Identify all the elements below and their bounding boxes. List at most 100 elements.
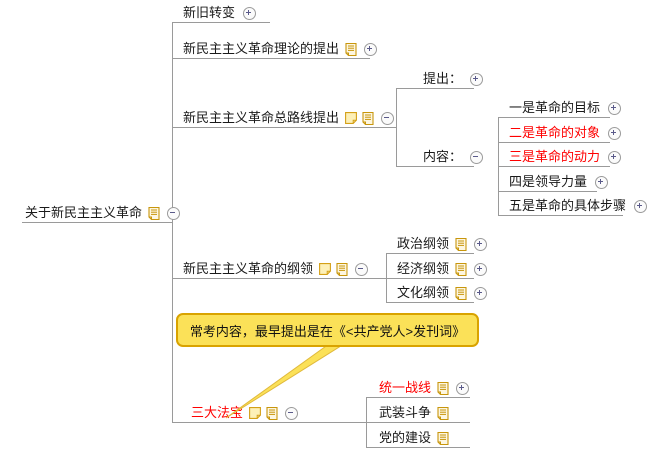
branch-spine-root xyxy=(172,22,173,222)
toggle-collapse[interactable] xyxy=(381,111,395,125)
node-geming-lilun-tichu[interactable]: 新民主主义革命理论的提出 xyxy=(182,41,378,57)
node-root[interactable]: 关于新民主主义革命 xyxy=(24,205,181,221)
node-label: 党的建设 xyxy=(379,430,432,445)
node-tongyi-zhanxian[interactable]: 统一战线 xyxy=(378,380,470,396)
branch-line-gangling xyxy=(172,278,386,279)
branch-line-n5 xyxy=(498,215,623,216)
node-label: 内容： xyxy=(423,149,463,164)
doc-icon xyxy=(437,406,449,420)
branch-line-tichu xyxy=(396,88,474,89)
branch-spine-gangling-lower xyxy=(386,278,387,303)
branch-spine-neirong-upper xyxy=(498,117,499,166)
node-label: 二是革命的对象 xyxy=(509,125,601,140)
branch-line-g3 xyxy=(386,302,474,303)
node-label: 文化纲领 xyxy=(397,285,450,300)
toggle-expand[interactable] xyxy=(608,126,622,140)
branch-line-n1 xyxy=(498,117,610,118)
node-neirong-item-3[interactable]: 三是革命的动力 xyxy=(508,149,622,165)
node-label: 一是革命的目标 xyxy=(509,100,601,115)
branch-line-sanda xyxy=(172,422,366,423)
node-label: 三是革命的动力 xyxy=(509,149,601,164)
branch-spine-sanda-upper xyxy=(366,397,367,422)
toggle-expand[interactable] xyxy=(474,286,488,300)
toggle-collapse[interactable] xyxy=(355,262,369,276)
node-jingji-gangling[interactable]: 经济纲领 xyxy=(396,261,488,277)
note-icon xyxy=(249,407,261,419)
node-label: 新民主主义革命的纲领 xyxy=(183,261,314,276)
doc-icon xyxy=(437,431,449,445)
branch-spine-zonglu-upper xyxy=(396,88,397,127)
branch-line-xinjiu xyxy=(172,22,270,23)
doc-icon xyxy=(266,406,278,420)
node-neirong-item-5[interactable]: 五是革命的具体步骤 xyxy=(508,198,648,214)
branch-line-s1 xyxy=(366,397,470,398)
doc-icon xyxy=(345,42,357,56)
toggle-root-collapse[interactable] xyxy=(167,206,181,220)
doc-icon xyxy=(455,262,467,276)
branch-spine-sanda-lower xyxy=(366,422,367,447)
node-label: 提出： xyxy=(423,71,463,86)
node-dang-de-jianshe[interactable]: 党的建设 xyxy=(378,430,449,446)
branch-line-g1 xyxy=(386,253,474,254)
node-label: 经济纲领 xyxy=(397,261,450,276)
toggle-expand[interactable] xyxy=(470,72,484,86)
node-label: 新民主主义革命总路线提出 xyxy=(183,110,340,125)
branch-line-zonglu xyxy=(172,127,396,128)
node-zhengzhi-gangling[interactable]: 政治纲领 xyxy=(396,236,488,252)
node-label: 五是革命的具体步骤 xyxy=(509,198,627,213)
node-wenhua-gangling[interactable]: 文化纲领 xyxy=(396,285,488,301)
note-icon xyxy=(345,112,357,124)
toggle-expand[interactable] xyxy=(474,237,488,251)
node-label: 三大法宝 xyxy=(191,405,244,420)
node-xinjiu-zhuanbian[interactable]: 新旧转变 xyxy=(182,5,257,21)
node-tichu[interactable]: 提出： xyxy=(422,71,484,87)
doc-icon xyxy=(437,381,449,395)
node-label: 统一战线 xyxy=(379,380,432,395)
node-neirong[interactable]: 内容： xyxy=(422,149,484,165)
note-icon xyxy=(319,263,331,275)
node-label: 武装斗争 xyxy=(379,405,432,420)
toggle-expand[interactable] xyxy=(634,199,648,213)
toggle-expand[interactable] xyxy=(364,42,378,56)
callout-note[interactable]: 常考内容，最早提出是在《<共产党人>发刊词》 xyxy=(176,313,479,347)
branch-line-s2 xyxy=(366,422,470,423)
doc-icon xyxy=(362,111,374,125)
toggle-collapse[interactable] xyxy=(470,150,484,164)
toggle-expand[interactable] xyxy=(608,101,622,115)
node-label: 新民主主义革命理论的提出 xyxy=(183,41,340,56)
branch-line-g2 xyxy=(386,278,474,279)
node-geming-gangling[interactable]: 新民主主义革命的纲领 xyxy=(182,261,369,277)
node-neirong-item-2[interactable]: 二是革命的对象 xyxy=(508,125,622,141)
branch-line-root xyxy=(22,222,172,223)
doc-icon xyxy=(455,237,467,251)
branch-spine-root-lower xyxy=(172,222,173,422)
branch-line-neirong xyxy=(396,166,474,167)
toggle-expand[interactable] xyxy=(474,262,488,276)
branch-line-lilun xyxy=(172,58,370,59)
node-neirong-item-4[interactable]: 四是领导力量 xyxy=(508,174,609,190)
branch-spine-neirong-lower xyxy=(498,166,499,215)
branch-line-s3 xyxy=(366,447,470,448)
branch-line-n4 xyxy=(498,191,597,192)
branch-line-n2 xyxy=(498,142,610,143)
node-root-label: 关于新民主主义革命 xyxy=(25,205,143,220)
doc-icon xyxy=(336,262,348,276)
node-zonglu-xian-tichu[interactable]: 新民主主义革命总路线提出 xyxy=(182,110,395,126)
node-neirong-item-1[interactable]: 一是革命的目标 xyxy=(508,100,622,116)
callout-tail xyxy=(226,344,345,419)
node-label: 新旧转变 xyxy=(183,5,236,20)
toggle-expand[interactable] xyxy=(595,175,609,189)
doc-icon xyxy=(455,286,467,300)
toggle-expand[interactable] xyxy=(456,381,470,395)
callout-text: 常考内容，最早提出是在《<共产党人>发刊词》 xyxy=(189,323,466,339)
branch-line-n3 xyxy=(498,166,610,167)
toggle-expand[interactable] xyxy=(243,6,257,20)
doc-icon xyxy=(148,206,160,220)
node-sanda-fabao[interactable]: 三大法宝 xyxy=(190,405,299,421)
toggle-expand[interactable] xyxy=(608,150,622,164)
branch-spine-gangling-upper xyxy=(386,253,387,278)
toggle-collapse[interactable] xyxy=(285,406,299,420)
node-wuzhuang-douzheng[interactable]: 武装斗争 xyxy=(378,405,449,421)
node-label: 政治纲领 xyxy=(397,236,450,251)
